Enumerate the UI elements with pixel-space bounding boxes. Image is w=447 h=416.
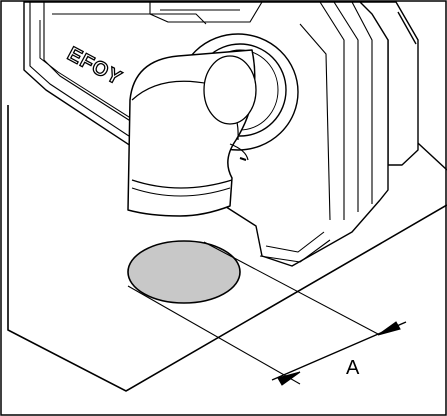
exhaust-elbow-pipe	[127, 49, 257, 217]
dimension-label: A	[346, 357, 360, 379]
dimension-arrow-right	[377, 321, 401, 336]
dimension-extension-line-left	[127, 285, 301, 385]
floor-opening	[127, 240, 241, 304]
dimension-extension-line-right	[203, 241, 379, 335]
dimension-arrow-left	[277, 371, 301, 386]
dimension-a-marker	[127, 241, 407, 386]
